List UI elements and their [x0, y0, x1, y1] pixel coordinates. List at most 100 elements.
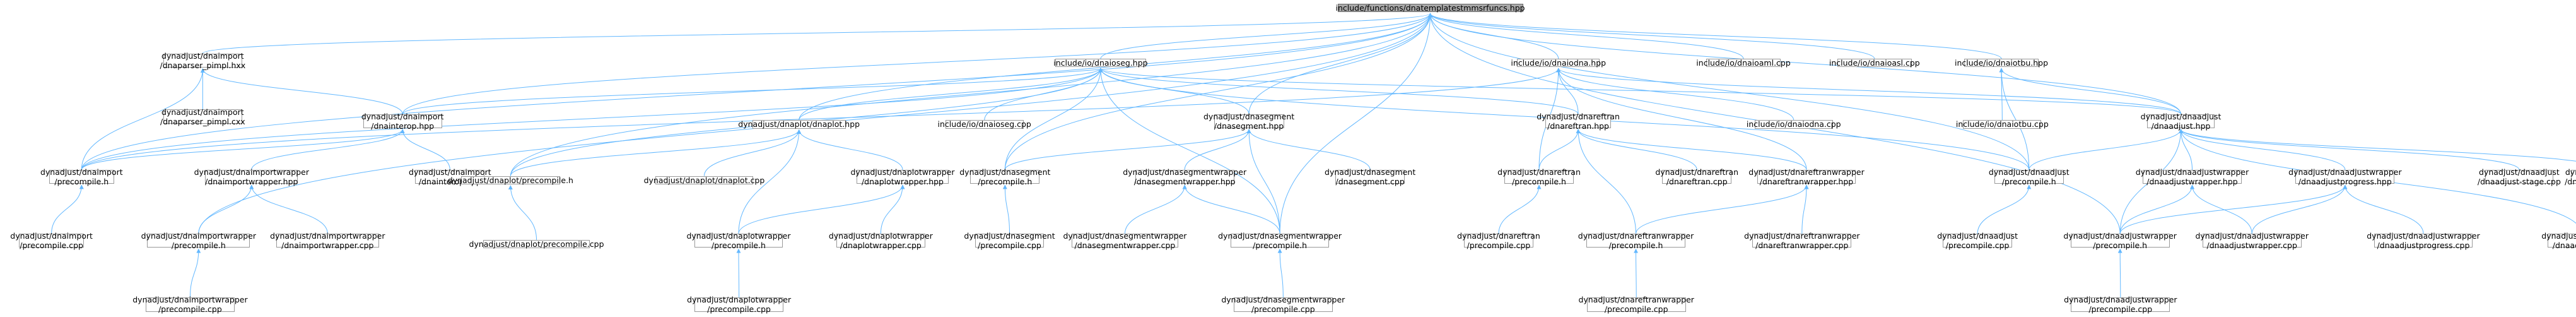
dependency-edge [1576, 129, 1637, 234]
node-label: /precompile.h [711, 241, 766, 251]
node-label: /dnaplotwrapper.cpp [840, 241, 922, 251]
graph-node[interactable]: dynadjust/dnaimport/precompile.h [40, 167, 123, 186]
node-label: dynadjust/dnasegmentwrapper [1123, 167, 1247, 177]
graph-node[interactable]: dynadjust/dnaadjust/dnaadjust-stage.cpp [2478, 167, 2561, 186]
graph-node[interactable]: dynadjust/dnasegmentwrapper/dnasegmentwr… [1063, 231, 1186, 250]
graph-node[interactable]: include/io/dnaiodna.cpp [1747, 119, 1841, 129]
dependency-edge [1004, 68, 1103, 170]
graph-node[interactable]: dynadjust/dnaimport/dnainterop.hpp [361, 112, 444, 131]
graph-node[interactable]: dynadjust/dnaadjust/dnaadjust.hpp [2141, 112, 2222, 131]
graph-node[interactable]: dynadjust/dnasegment/dnasegment.hpp [1203, 112, 1294, 131]
graph-node[interactable]: dynadjust/dnasegment/precompile.h [959, 167, 1050, 186]
graph-node[interactable]: dynadjust/dnaimportwrapper/precompile.h [141, 231, 256, 251]
graph-node[interactable]: dynadjust/dnasegmentwrapper/precompile.h [1218, 231, 1342, 250]
graph-node[interactable]: dynadjust/dnaplot/precompile.h [448, 176, 573, 185]
graph-node[interactable]: include/io/dnaioseg.hpp [1053, 58, 1147, 68]
dependency-edge [402, 13, 1432, 114]
node-label: dynadjust/dnaadjustwrapper [2195, 231, 2309, 241]
dependency-edge [508, 185, 537, 240]
dependency-edge [1977, 184, 2032, 234]
dependency-edge [738, 129, 802, 234]
graph-node[interactable]: dynadjust/dnaimportwrapper/dnaimportwrap… [270, 231, 385, 251]
graph-node[interactable]: include/io/dnaiotbu.cpp [1956, 119, 2049, 129]
graph-node[interactable]: dynadjust/dnaimport/dnaparser_pimpl.hxx [160, 51, 245, 70]
node-label: /dnaimportwrapper.cpp [281, 241, 374, 251]
node-label: /precompile.cpp [707, 304, 771, 314]
node-label: /dnainterop.hpp [371, 121, 435, 131]
node-label: /precompile.h [54, 176, 109, 186]
node-label: /precompile.h [2001, 176, 2056, 186]
graph-node[interactable]: dynadjust/dnaimportwrapper/precompile.cp… [132, 295, 247, 314]
node-label: dynadjust/dnareftran [1457, 231, 1540, 241]
graph-node[interactable]: dynadjust/dnaadjustwrapper/dnaadjustprog… [2367, 231, 2480, 251]
node-label: dynadjust/dnaadjust [2565, 167, 2576, 177]
graph-node[interactable]: dynadjust/dnareftran/dnareftran.hpp [1537, 112, 1620, 131]
dependency-edge [81, 68, 205, 170]
graph-node[interactable]: dynadjust/dnaadjustwrapper/dnaadjustwrap… [2195, 231, 2309, 250]
node-label: include/io/dnaioaml.cpp [1696, 58, 1791, 68]
graph-node[interactable]: dynadjust/dnaplot/dnaplot.hpp [738, 119, 860, 129]
graph-node[interactable]: dynadjust/dnasegment/dnasegment.cpp [1325, 167, 1415, 186]
graph-node[interactable]: dynadjust/dnaplotwrapper/dnaplotwrapper.… [829, 231, 933, 251]
graph-node[interactable]: dynadjust/dnareftran/dnareftran.cpp [1655, 167, 1738, 186]
graph-node[interactable]: dynadjust/dnareftranwrapper/precompile.h [1578, 231, 1694, 250]
node-label: include/io/dnaiodna.cpp [1746, 119, 1841, 129]
root-node: include/functions/dnatemplatestmmsrfuncs… [1336, 3, 1525, 13]
graph-node[interactable]: dynadjust/dnareftran/precompile.h [1497, 167, 1581, 186]
node-label: dynadjust/dnaadjust [1988, 167, 2070, 177]
node-label: /precompile.h [171, 241, 226, 251]
graph-node[interactable]: dynadjust/dnaplot/precompile.cpp [469, 239, 604, 249]
node-label: dynadjust/dnaplot/precompile.cpp [469, 239, 604, 249]
node-label: /dnaparser_pimpl.cxx [160, 116, 245, 126]
graph-node[interactable]: dynadjust/dnaplot/dnaplot.cpp [644, 176, 765, 185]
dependency-edge [1498, 184, 1542, 234]
node-label: /dnaadjustprogress.cpp [2377, 241, 2470, 251]
dependency-edge [51, 184, 84, 234]
graph-node[interactable]: dynadjust/dnareftranwrapper/dnareftranwr… [1748, 167, 1864, 186]
dependency-edge [1428, 13, 1744, 59]
node-label: dynadjust/dnasegmentwrapper [1063, 231, 1187, 241]
graph-node[interactable]: dynadjust/dnareftranwrapper/dnareftranwr… [1744, 231, 1859, 250]
graph-node[interactable]: dynadjust/dnaadjustwrapper/dnaadjustwrap… [2136, 167, 2249, 186]
graph-node[interactable]: dynadjust/dnareftranwrapper/precompile.c… [1578, 295, 1694, 314]
node-label: /dnaadjust.cpp [2552, 241, 2576, 251]
graph-node[interactable]: include/io/dnaioasl.cpp [1829, 58, 1920, 68]
graph-node[interactable]: dynadjust/dnaadjust/dnaadjust-multi.cpp [2565, 167, 2576, 186]
dependency-edge [1999, 68, 2030, 170]
graph-node[interactable]: dynadjust/dnaplotwrapper/precompile.h [686, 231, 790, 251]
graph-node[interactable]: dynadjust/dnaplotwrapper/dnaplotwrapper.… [850, 167, 954, 186]
graph-node[interactable]: include/io/dnaioaml.cpp [1696, 58, 1791, 68]
node-label: dynadjust/dnareftran [1497, 167, 1581, 177]
graph-node[interactable]: dynadjust/dnaadjust/dnaadjust.cpp [2541, 231, 2576, 251]
graph-node[interactable]: dynadjust/dnasegment/precompile.cpp [964, 231, 1055, 250]
dependency-edge [1576, 129, 1807, 170]
graph-node[interactable]: dynadjust/dnaadjustwrapper/precompile.h [2063, 231, 2177, 250]
node-label: dynadjust/dnaplotwrapper [687, 295, 792, 305]
dependency-edge [1182, 184, 1280, 234]
graph-node[interactable]: dynadjust/dnaadjust/precompile.h [1989, 167, 2070, 186]
dependency-edge [1002, 184, 1010, 234]
graph-node[interactable]: dynadjust/dnasegmentwrapper/precompile.c… [1221, 295, 1345, 314]
graph-node[interactable]: include/io/dnaioseg.cpp [938, 119, 1031, 129]
graph-node[interactable]: include/io/dnaiotbu.hpp [1955, 58, 2048, 68]
graph-node[interactable]: dynadjust/dnaimport/dnaparser_pimpl.cxx [160, 107, 245, 126]
node-label: /precompile.cpp [158, 304, 222, 314]
node-label: dynadjust/dnaimport [40, 167, 123, 177]
dependency-edge [2179, 129, 2576, 162]
graph-node[interactable]: include/io/dnaiodna.hpp [1511, 58, 1606, 68]
graph-node[interactable]: dynadjust/dnaimport/precompile.cpp [10, 231, 93, 250]
dependency-edge [1100, 13, 1432, 59]
graph-node[interactable]: dynadjust/dnaimportwrapper/dnaimportwrap… [194, 167, 309, 186]
node-label: /precompile.h [1512, 176, 1566, 186]
graph-node[interactable]: dynadjust/dnaadjust/precompile.cpp [1937, 231, 2018, 250]
graph-node[interactable]: dynadjust/dnaimport/dnainterop.cpp [409, 167, 491, 186]
graph-node[interactable]: dynadjust/dnaplotwrapper/precompile.cpp [687, 295, 791, 314]
graph-node[interactable]: dynadjust/dnasegmentwrapper/dnasegmentwr… [1123, 167, 1246, 186]
node-label: dynadjust/dnaplotwrapper [828, 231, 933, 241]
graph-node[interactable]: dynadjust/dnaadjustwrapper/dnaadjustprog… [2288, 167, 2402, 186]
graph-node[interactable]: dynadjust/dnaadjustwrapper/precompile.cp… [2064, 295, 2177, 314]
graph-node[interactable]: dynadjust/dnareftran/precompile.cpp [1457, 231, 1540, 250]
dependency-edge [2343, 184, 2424, 234]
node-label: /dnaadjustprogress.hpp [2298, 176, 2392, 186]
